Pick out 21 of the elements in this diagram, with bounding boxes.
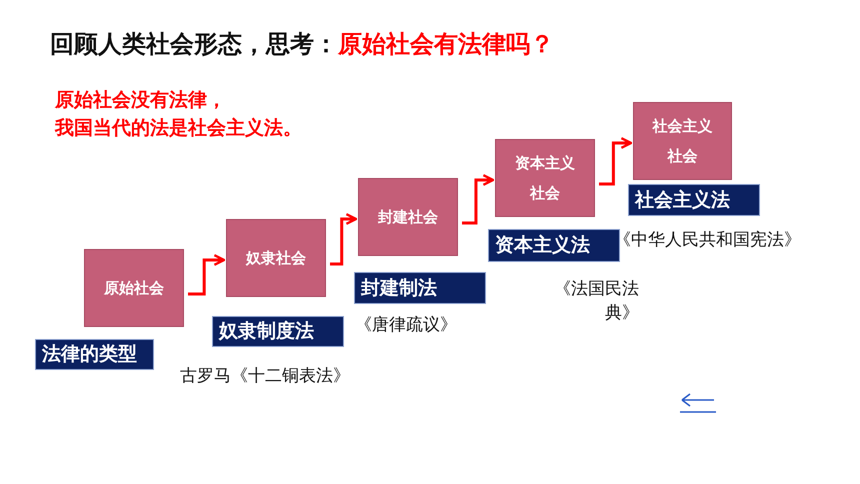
law-example-text: 古罗马《十二铜表法》 [180,365,351,388]
society-box: 封建社会 [358,178,458,256]
law-type-label: 封建制法 [354,272,486,304]
law-example-text: 《唐律疏议》 [355,314,458,337]
law-type-label: 奴隶制度法 [212,316,344,347]
arrow [462,174,494,224]
arrow [330,213,358,266]
question-text: 原始社会有法律吗？ [338,29,554,60]
law-type-label: 社会主义法 [628,184,760,216]
arrow [188,254,226,296]
law-type-label: 资本主义法 [488,229,620,262]
note-text: 原始社会没有法律， [55,88,226,113]
arrow [599,137,632,186]
title: 回顾人类社会形态，思考： [50,29,338,60]
society-box: 原始社会 [84,249,184,327]
note-text: 我国当代的法是社会主义法。 [55,116,302,141]
law-example-text: 《法国民法典》 [553,278,639,325]
society-box: 资本主义社会 [495,139,595,217]
law-type-label: 法律的类型 [35,339,154,370]
society-box: 社会主义社会 [633,102,732,180]
society-box: 奴隶社会 [226,219,326,297]
